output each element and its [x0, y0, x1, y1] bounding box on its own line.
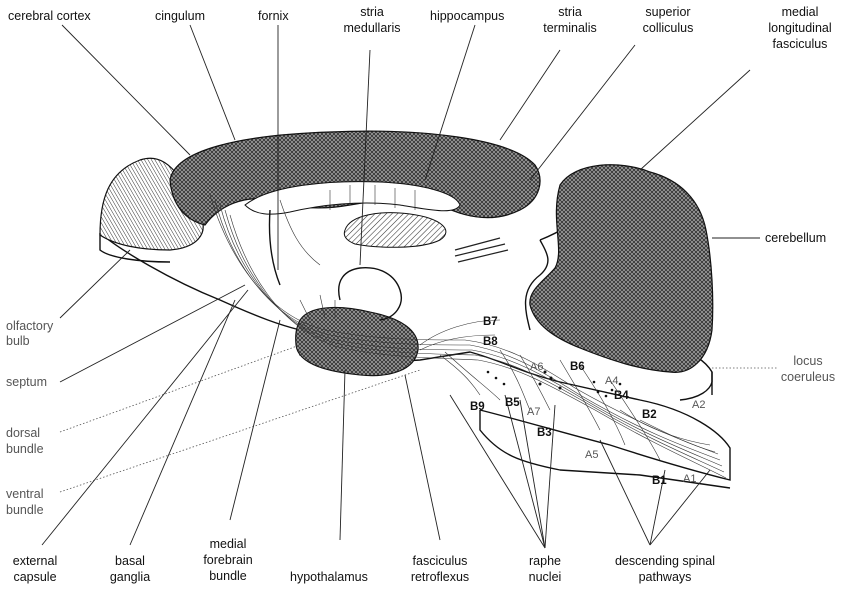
label-mfb-line3: bundle: [209, 569, 247, 583]
label-cingulum: cingulum: [155, 9, 205, 23]
label-hypothalamus-text: hypothalamus: [290, 570, 368, 584]
label-olfactory-bulb-line1: olfactory: [6, 319, 54, 333]
label-ventral-bundle-line2: bundle: [6, 503, 44, 517]
nucleus-b7: B7: [483, 316, 498, 328]
label-dorsal-bundle-line1: dorsal: [6, 426, 40, 440]
nucleus-b4: B4: [614, 390, 629, 402]
label-external-capsule: external capsule: [13, 554, 57, 584]
label-fasciculus-retroflexus: fasciculus retroflexus: [411, 554, 469, 584]
cerebellum-region: [530, 165, 713, 373]
label-stria-medullaris-line2: medullaris: [344, 21, 401, 35]
nucleus-b3: B3: [537, 427, 552, 439]
nucleus-b6: B6: [570, 361, 585, 373]
label-basal-ganglia-line1: basal: [115, 554, 145, 568]
label-external-capsule-line1: external: [13, 554, 57, 568]
label-dorsal-bundle: dorsal bundle: [6, 426, 44, 456]
nucleus-b2: B2: [642, 409, 657, 421]
label-septum: septum: [6, 375, 47, 389]
nucleus-a1: A1: [683, 473, 696, 485]
label-raphe-nuclei: raphe nuclei: [529, 554, 562, 584]
label-fasciculus-retroflexus-line1: fasciculus: [413, 554, 468, 568]
label-superior-colliculus-line2: colliculus: [643, 21, 694, 35]
label-cerebellum: cerebellum: [765, 231, 826, 245]
label-cerebral-cortex: cerebral cortex: [8, 9, 91, 23]
label-hypothalamus: hypothalamus: [290, 570, 368, 584]
label-olfactory-bulb: olfactory bulb: [6, 319, 54, 348]
hypothalamus-region: [296, 307, 418, 375]
label-mlf-line1: medial: [782, 5, 819, 19]
label-raphe-nuclei-line2: nuclei: [529, 570, 562, 584]
label-stria-terminalis-line1: stria: [558, 5, 582, 19]
label-medial-longitudinal-fasciculus: medial longitudinal fasciculus: [768, 5, 831, 51]
label-descending-spinal-pathways: descending spinal pathways: [615, 554, 715, 584]
label-stria-terminalis-line2: terminalis: [543, 21, 597, 35]
label-cingulum-text: cingulum: [155, 9, 205, 23]
nucleus-b1: B1: [652, 475, 667, 487]
label-superior-colliculus: superior colliculus: [643, 5, 694, 35]
hippocampus-region: [344, 213, 446, 248]
label-fornix: fornix: [258, 9, 289, 23]
label-mlf-line3: fasciculus: [773, 37, 828, 51]
label-stria-terminalis: stria terminalis: [543, 5, 597, 35]
label-external-capsule-line2: capsule: [13, 570, 56, 584]
label-locus-coeruleus-line2: coeruleus: [781, 370, 835, 384]
nucleus-b8: B8: [483, 336, 498, 348]
nucleus-a2: A2: [692, 399, 705, 411]
nucleus-b5: B5: [505, 397, 520, 409]
nucleus-a5: A5: [585, 449, 598, 461]
superior-colliculus-region: [455, 238, 508, 262]
label-septum-text: septum: [6, 375, 47, 389]
label-olfactory-bulb-line2: bulb: [6, 334, 30, 348]
label-mfb-line2: forebrain: [203, 553, 252, 567]
label-ventral-bundle: ventral bundle: [6, 487, 44, 517]
label-medial-forebrain-bundle: medial forebrain bundle: [203, 537, 252, 583]
label-mfb-line1: medial: [210, 537, 247, 551]
nucleus-a7: A7: [527, 406, 540, 418]
label-dsp-line1: descending spinal: [615, 554, 715, 568]
nucleus-b9: B9: [470, 401, 485, 413]
label-superior-colliculus-line1: superior: [645, 5, 690, 19]
label-dorsal-bundle-line2: bundle: [6, 442, 44, 456]
label-cerebellum-text: cerebellum: [765, 231, 826, 245]
label-basal-ganglia-line2: ganglia: [110, 570, 150, 584]
label-locus-coeruleus-line1: locus: [793, 354, 822, 368]
label-stria-medullaris-line1: stria: [360, 5, 384, 19]
label-hippocampus-text: hippocampus: [430, 9, 504, 23]
label-raphe-nuclei-line1: raphe: [529, 554, 561, 568]
label-mlf-line2: longitudinal: [768, 21, 831, 35]
label-fasciculus-retroflexus-line2: retroflexus: [411, 570, 469, 584]
label-basal-ganglia: basal ganglia: [110, 554, 150, 584]
label-locus-coeruleus: locus coeruleus: [781, 354, 835, 384]
label-hippocampus: hippocampus: [430, 9, 504, 23]
label-cerebral-cortex-text: cerebral cortex: [8, 9, 91, 23]
nucleus-a4: A4: [605, 375, 618, 387]
label-dsp-line2: pathways: [639, 570, 692, 584]
nucleus-a6: A6: [530, 361, 543, 373]
label-fornix-text: fornix: [258, 9, 289, 23]
label-stria-medullaris: stria medullaris: [344, 5, 401, 35]
label-ventral-bundle-line1: ventral: [6, 487, 44, 501]
